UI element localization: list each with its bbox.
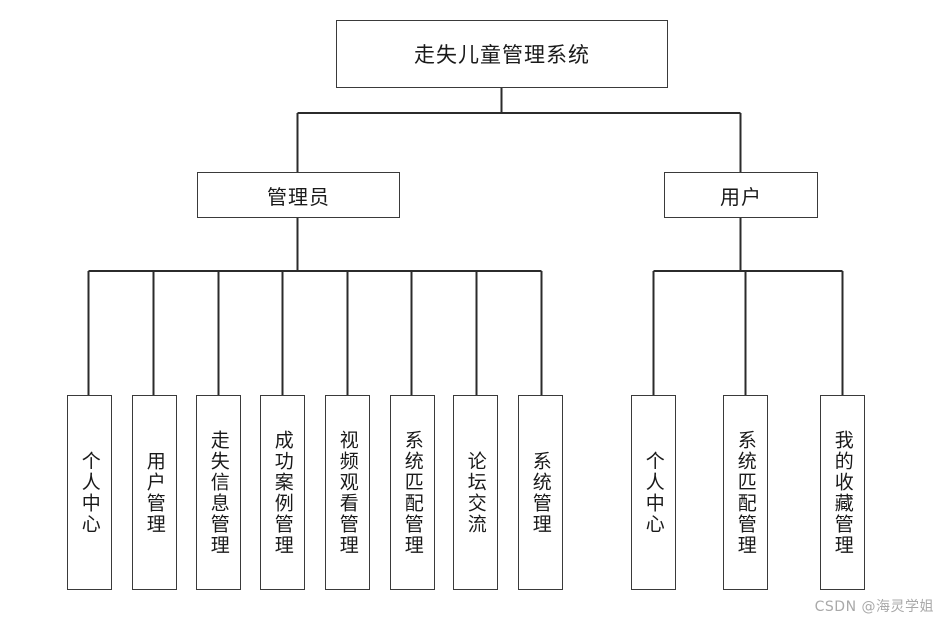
node-root[interactable]: 走失儿童管理系统 — [336, 20, 668, 88]
node-root-label: 走失儿童管理系统 — [414, 43, 590, 67]
node-leaf-label: 系统匹配管理 — [734, 429, 757, 556]
node-leaf-admin-7[interactable]: 系统管理 — [518, 395, 563, 590]
node-leaf-user-0[interactable]: 个人中心 — [631, 395, 676, 590]
node-leaf-label: 系统管理 — [529, 450, 552, 535]
node-leaf-user-2[interactable]: 我的收藏管理 — [820, 395, 865, 590]
node-leaf-admin-5[interactable]: 系统匹配管理 — [390, 395, 435, 590]
node-leaf-admin-4[interactable]: 视频观看管理 — [325, 395, 370, 590]
node-leaf-admin-2[interactable]: 走失信息管理 — [196, 395, 241, 590]
node-leaf-label: 视频观看管理 — [336, 429, 359, 556]
node-leaf-user-1[interactable]: 系统匹配管理 — [723, 395, 768, 590]
node-leaf-label: 系统匹配管理 — [401, 429, 424, 556]
node-leaf-label: 走失信息管理 — [207, 429, 230, 556]
node-leaf-label: 论坛交流 — [464, 450, 487, 535]
node-leaf-admin-6[interactable]: 论坛交流 — [453, 395, 498, 590]
node-leaf-label: 我的收藏管理 — [831, 429, 854, 556]
node-leaf-admin-3[interactable]: 成功案例管理 — [260, 395, 305, 590]
csdn-watermark: CSDN @海灵学姐 — [814, 599, 934, 615]
node-leaf-label: 个人中心 — [642, 450, 665, 535]
node-leaf-label: 个人中心 — [78, 450, 101, 535]
node-branch-user[interactable]: 用户 — [664, 172, 818, 218]
node-leaf-admin-1[interactable]: 用户管理 — [132, 395, 177, 590]
node-branch-user-label: 用户 — [720, 184, 762, 209]
node-leaf-label: 用户管理 — [143, 450, 166, 535]
node-leaf-label: 成功案例管理 — [271, 429, 294, 556]
node-branch-admin[interactable]: 管理员 — [197, 172, 400, 218]
node-leaf-admin-0[interactable]: 个人中心 — [67, 395, 112, 590]
node-branch-admin-label: 管理员 — [267, 184, 330, 209]
